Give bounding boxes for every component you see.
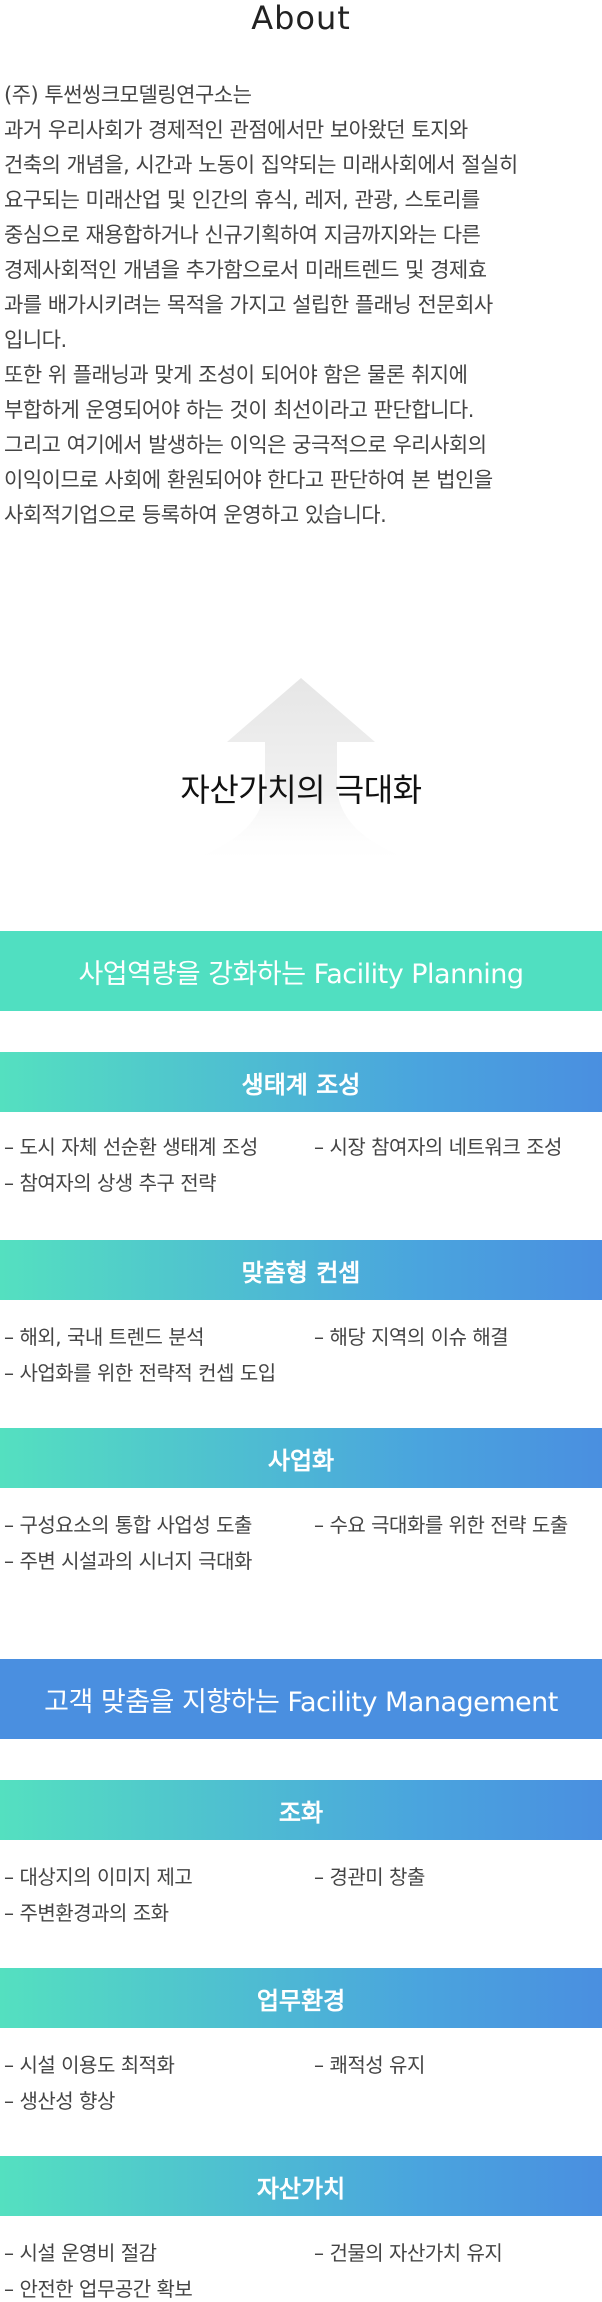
section-title-harmony: 조화 <box>0 1780 602 1840</box>
list-item: –생산성 향상 <box>4 2089 115 2113</box>
list-item: –쾌적성 유지 <box>314 2053 425 2077</box>
about-line: 과를 배가시키려는 목적을 가지고 설립한 플래닝 전문회사 <box>4 293 493 317</box>
list-item: –참여자의 상생 추구 전략 <box>4 1171 217 1195</box>
up-arrow-graphic <box>150 672 452 872</box>
section-title-ecosystem: 생태계 조성 <box>0 1052 602 1112</box>
about-line: 요구되는 미래산업 및 인간의 휴식, 레저, 관광, 스토리를 <box>4 188 480 212</box>
list-item: –수요 극대화를 위한 전략 도출 <box>314 1513 568 1537</box>
about-line: 과거 우리사회가 경제적인 관점에서만 보아왔던 토지와 <box>4 118 468 142</box>
list-item: –해외, 국내 트렌드 분석 <box>4 1325 205 1349</box>
facility-management-banner: 고객 맞춤을 지향하는 Facility Management <box>0 1659 602 1739</box>
about-line: 그리고 여기에서 발생하는 이익은 궁극적으로 우리사회의 <box>4 433 487 457</box>
list-item: –시설 운영비 절감 <box>4 2241 157 2265</box>
section-items-harmony: –대상지의 이미지 제고 –경관미 창출 –주변환경과의 조화 <box>0 1864 602 1944</box>
list-item: –경관미 창출 <box>314 1865 425 1889</box>
section-title-commercialization: 사업화 <box>0 1428 602 1488</box>
about-line: 입니다. <box>4 328 67 352</box>
asset-maximization-label: 자산가치의 극대화 <box>180 771 422 809</box>
section-title-work-environment: 업무환경 <box>0 1968 602 2028</box>
about-title: About <box>251 0 351 37</box>
about-line: (주) 투썬씽크모델링연구소는 <box>4 83 252 107</box>
list-item: –시장 참여자의 네트워크 조성 <box>314 1135 562 1159</box>
section-title-asset-value: 자산가치 <box>0 2156 602 2216</box>
about-text: (주) 투썬씽크모델링연구소는 과거 우리사회가 경제적인 관점에서만 보아왔던… <box>4 78 600 533</box>
section-items-asset-value: –시설 운영비 절감 –건물의 자산가치 유지 –안전한 업무공간 확보 <box>0 2240 602 2302</box>
list-item: –대상지의 이미지 제고 <box>4 1865 193 1889</box>
section-items-custom-concept: –해외, 국내 트렌드 분석 –해당 지역의 이슈 해결 –사업화를 위한 전략… <box>0 1324 602 1404</box>
list-item: –안전한 업무공간 확보 <box>4 2277 193 2301</box>
section-items-work-environment: –시설 이용도 최적화 –쾌적성 유지 –생산성 향상 <box>0 2052 602 2132</box>
list-item: –사업화를 위한 전략적 컨셉 도입 <box>4 1361 276 1385</box>
list-item: –주변환경과의 조화 <box>4 1901 169 1925</box>
about-line: 사회적기업으로 등록하여 운영하고 있습니다. <box>4 503 387 527</box>
list-item: –해당 지역의 이슈 해결 <box>314 1325 509 1349</box>
about-line: 또한 위 플래닝과 맞게 조성이 되어야 함은 물론 취지에 <box>4 363 468 387</box>
section-items-commercialization: –구성요소의 통합 사업성 도출 –수요 극대화를 위한 전략 도출 –주변 시… <box>0 1512 602 1592</box>
about-line: 부합하게 운영되어야 하는 것이 최선이라고 판단합니다. <box>4 398 474 422</box>
list-item: –도시 자체 선순환 생태계 조성 <box>4 1135 258 1159</box>
list-item: –구성요소의 통합 사업성 도출 <box>4 1513 252 1537</box>
list-item: –건물의 자산가치 유지 <box>314 2241 503 2265</box>
about-line: 경제사회적인 개념을 추가함으로서 미래트렌드 및 경제효 <box>4 258 487 282</box>
section-title-custom-concept: 맞춤형 컨셉 <box>0 1240 602 1300</box>
up-arrow-icon <box>167 678 435 867</box>
section-items-ecosystem: –도시 자체 선순환 생태계 조성 –시장 참여자의 네트워크 조성 –참여자의… <box>0 1134 602 1214</box>
about-line: 이익이므로 사회에 환원되어야 한다고 판단하여 본 법인을 <box>4 468 493 492</box>
list-item: –시설 이용도 최적화 <box>4 2053 175 2077</box>
list-item: –주변 시설과의 시너지 극대화 <box>4 1549 252 1573</box>
about-line: 건축의 개념을, 시간과 노동이 집약되는 미래사회에서 절실히 <box>4 153 518 177</box>
facility-planning-banner: 사업역량을 강화하는 Facility Planning <box>0 931 602 1011</box>
about-line: 중심으로 재용합하거나 신규기획하여 지금까지와는 다른 <box>4 223 481 247</box>
